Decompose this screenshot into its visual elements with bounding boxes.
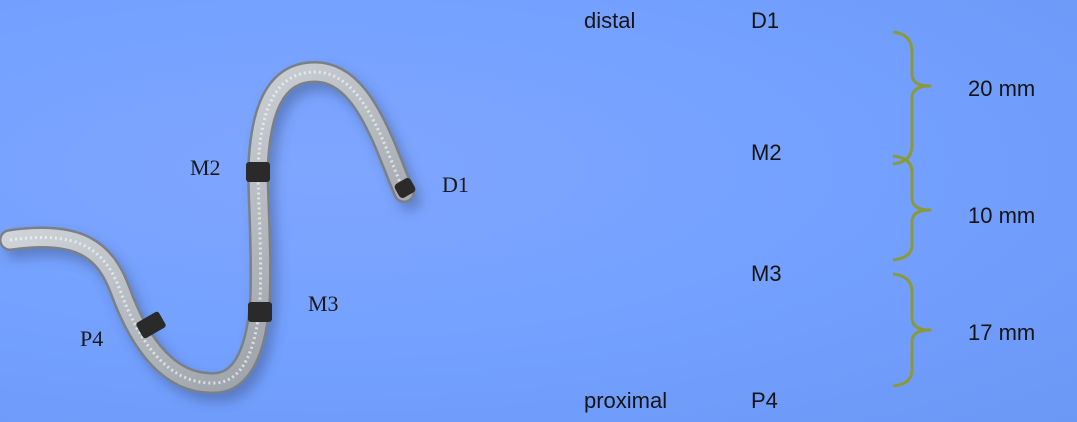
marker-p4: P4 xyxy=(751,390,778,412)
marker-band-m3 xyxy=(248,302,272,322)
bracket-m3-p4 xyxy=(893,274,930,386)
bracket-d1-m2 xyxy=(893,32,930,164)
distal-label: distal xyxy=(584,10,635,32)
marker-d1: D1 xyxy=(751,10,779,32)
photo-label-p4: P4 xyxy=(80,328,103,350)
catheter-body xyxy=(10,72,404,383)
marker-m3: M3 xyxy=(751,263,782,285)
schematic-brackets xyxy=(893,32,930,386)
segment-length-d1-m2: 20 mm xyxy=(968,78,1035,100)
photo-label-d1: D1 xyxy=(442,174,469,196)
bracket-m2-m3 xyxy=(893,156,930,260)
segment-length-m2-m3: 10 mm xyxy=(968,205,1035,227)
marker-m2: M2 xyxy=(751,142,782,164)
segment-length-m3-p4: 17 mm xyxy=(968,322,1035,344)
photo-label-m2: M2 xyxy=(190,157,221,179)
photo-label-m3: M3 xyxy=(308,293,339,315)
marker-band-m2 xyxy=(246,162,270,182)
proximal-label: proximal xyxy=(584,390,667,412)
